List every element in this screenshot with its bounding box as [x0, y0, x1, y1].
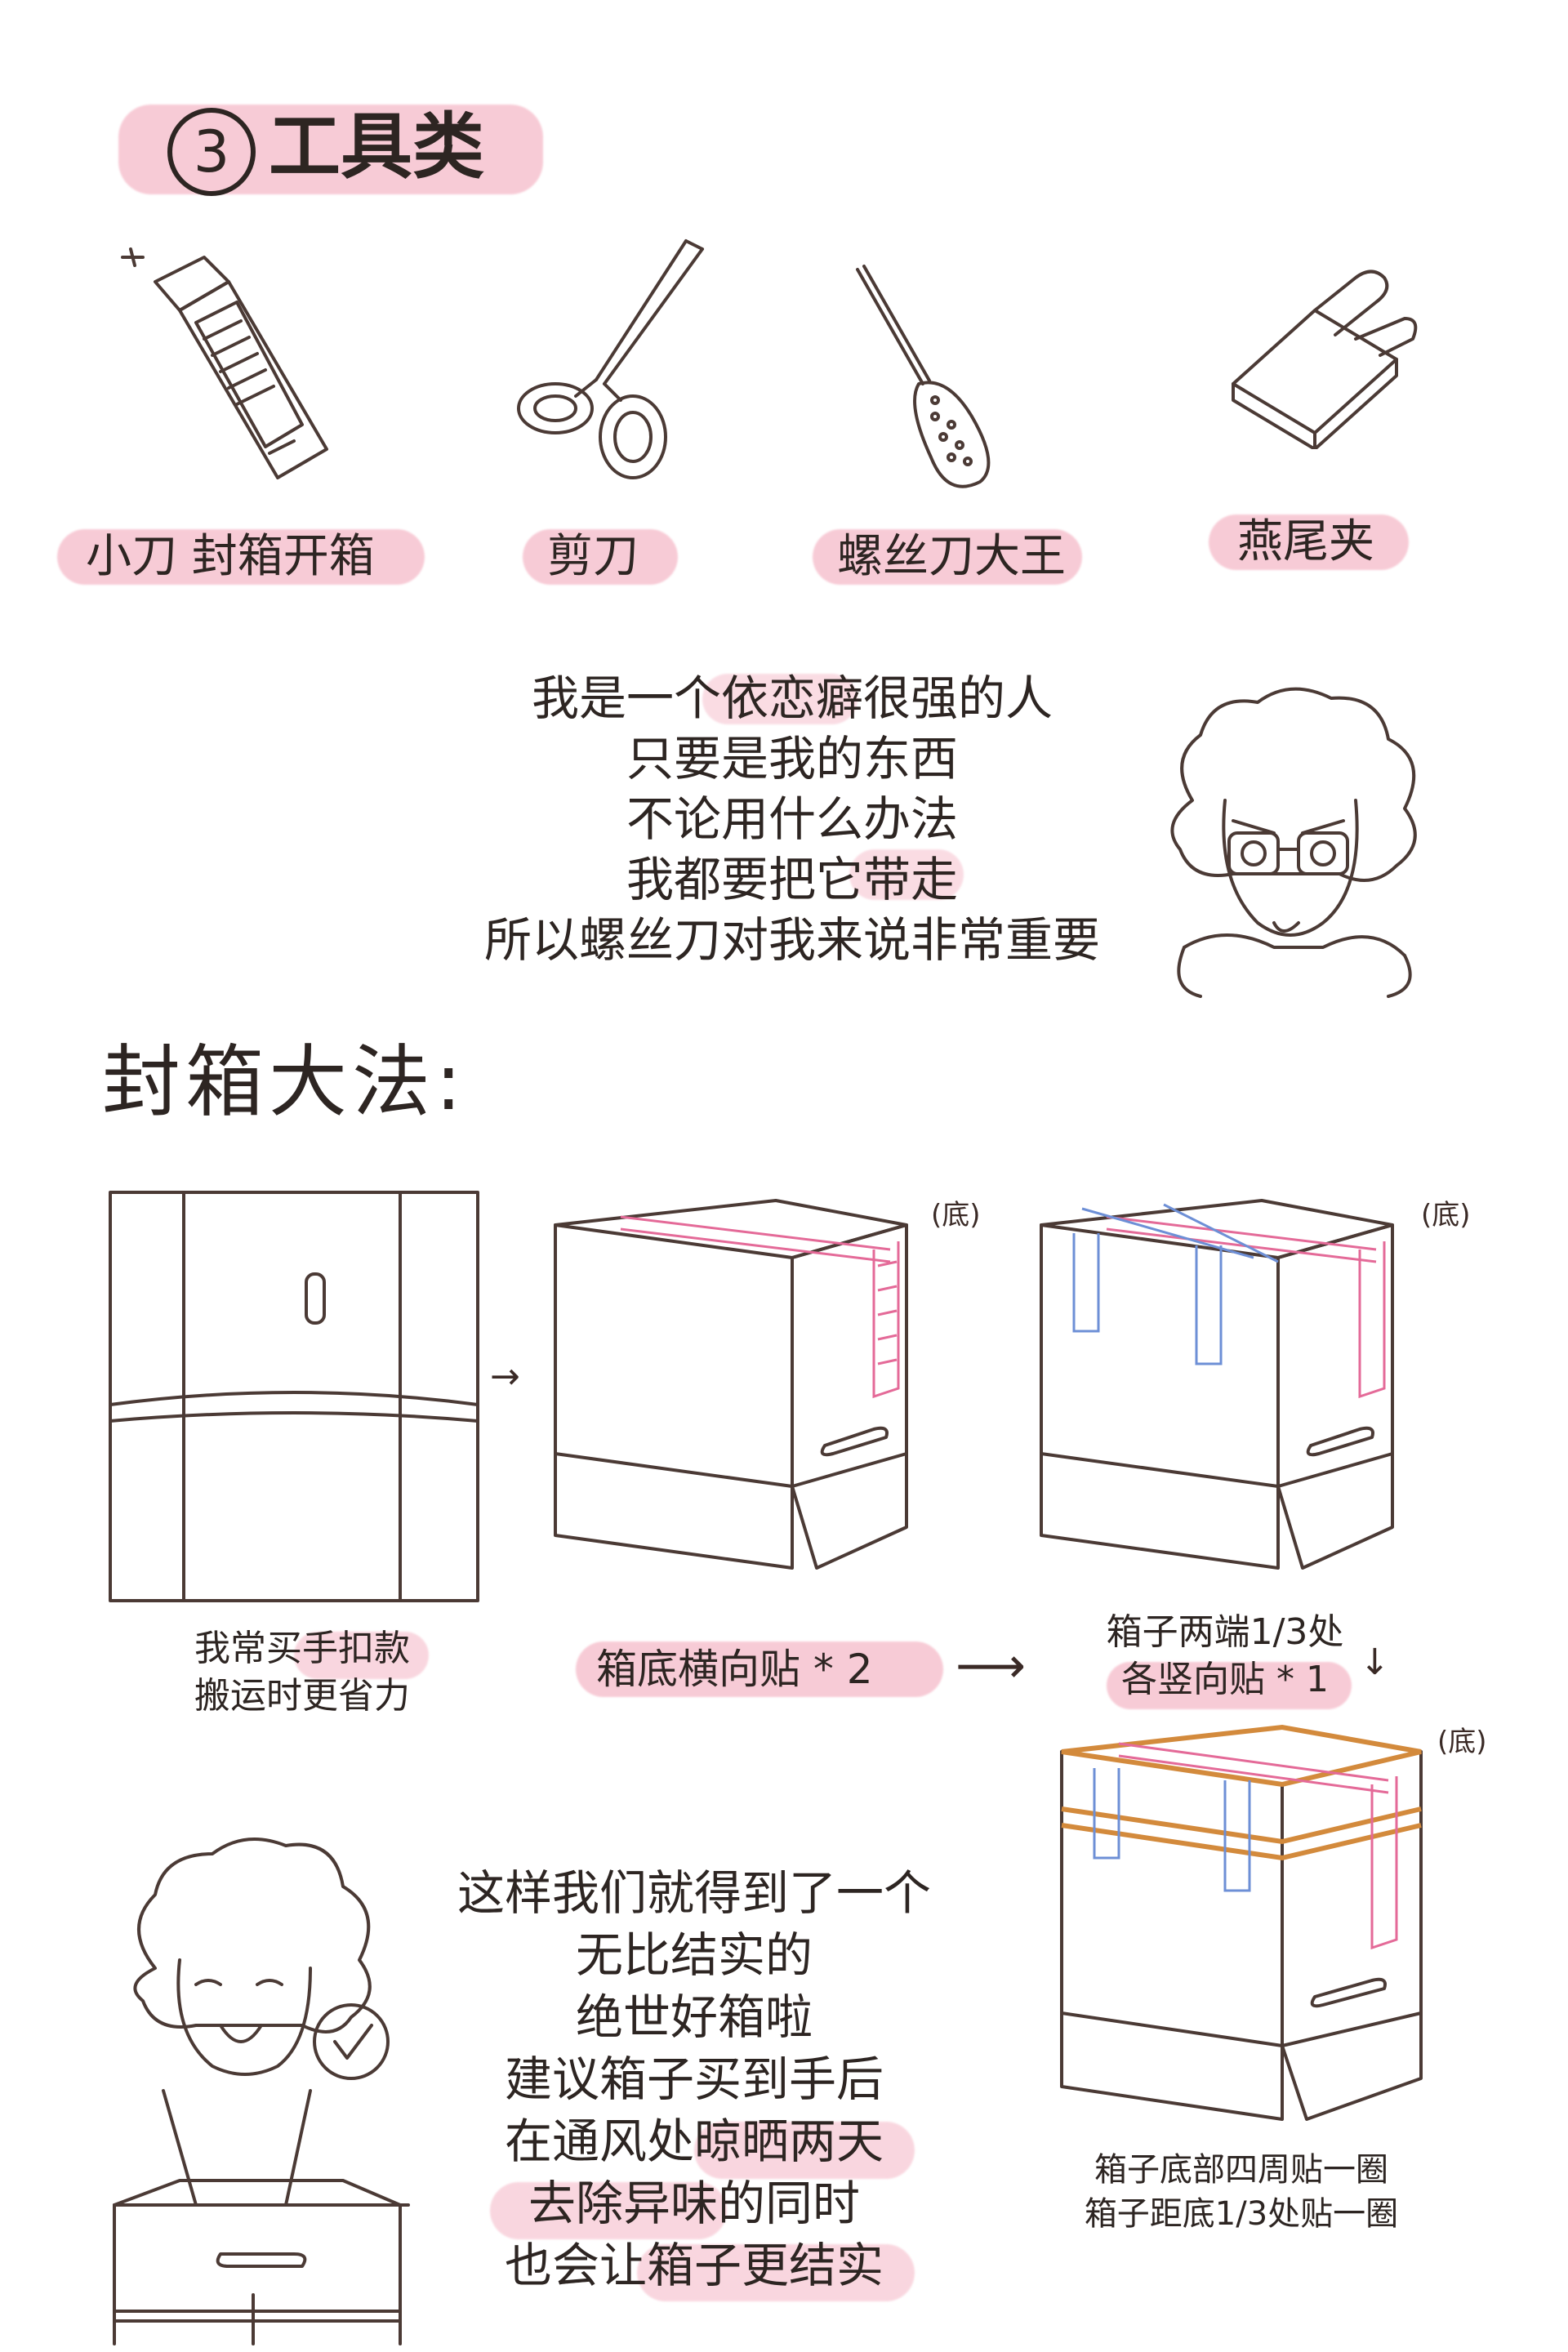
caption-line: 箱子两端1/3处	[1106, 1611, 1344, 1653]
conclusion-text: 这样我们就得到了一个 无比结实的 绝世好箱啦 建议箱子买到手后 在通风处晾晒两天…	[408, 1862, 980, 2296]
conclusion-line: 在通风处晾晒两天	[504, 2114, 884, 2169]
caption-line: 箱子底部四周贴一圈	[1094, 2151, 1388, 2189]
step3-caption: 箱子两端1/3处 各竖向贴 * 1	[1062, 1609, 1388, 1704]
caption-highlight	[1107, 1662, 1352, 1709]
tool-label-scissors: 剪刀	[547, 530, 639, 583]
text-highlight	[294, 1632, 429, 1679]
box-full-tape-diagram	[1060, 1724, 1423, 2121]
caption-line: 搬运时更省力	[194, 1675, 410, 1717]
text-highlight	[637, 2244, 915, 2301]
quote-text: 我是一个依恋癖很强的人 只要是我的东西 不论用什么办法 我都要把它带走 所以螺丝…	[425, 668, 1160, 970]
screwdriver-icon	[856, 265, 991, 488]
box-pink-tape-diagram	[554, 1199, 908, 1570]
conclusion-line: 也会让箱子更结实	[504, 2238, 884, 2293]
text-highlight	[490, 2182, 727, 2239]
scissors-icon	[517, 239, 704, 479]
bottom-note: (底)	[931, 1199, 981, 1232]
label-highlight	[1209, 514, 1409, 570]
caption-line: 我常买手扣款	[194, 1628, 410, 1669]
caption-line: 箱子距底1/3处贴一圈	[1084, 2195, 1399, 2233]
label-highlight	[523, 529, 678, 585]
conclusion-line: 无比结实的	[575, 1927, 813, 1983]
flat-box-diagram	[109, 1191, 479, 1602]
tool-label-screwdriver: 螺丝刀大王	[837, 530, 1066, 583]
quote-line: 只要是我的东西	[626, 731, 958, 786]
bottom-note: (底)	[1421, 1199, 1471, 1232]
step4-caption: 箱子底部四周贴一圈 箱子距底1/3处贴一圈	[1037, 2148, 1446, 2236]
label-highlight	[813, 529, 1082, 585]
caption-line: 各竖向贴 * 1	[1121, 1659, 1329, 1700]
caption-highlight	[576, 1642, 943, 1697]
utility-knife-icon	[121, 247, 328, 479]
conclusion-line: 绝世好箱啦	[575, 1989, 813, 2045]
text-highlight	[849, 849, 964, 900]
step2-caption: 箱底横向贴 * 2	[596, 1646, 873, 1693]
text-highlight	[694, 2122, 915, 2179]
section-number: 3	[167, 108, 256, 197]
arrow-right-icon: →	[490, 1356, 520, 1397]
character-glasses-icon	[1170, 687, 1417, 998]
bottom-note: (底)	[1437, 1726, 1487, 1758]
quote-line: 不论用什么办法	[626, 791, 958, 847]
conclusion-line: 去除异味的同时	[528, 2176, 860, 2231]
tool-label-knife: 小刀 封箱开箱	[86, 530, 375, 583]
arrow-down-icon: ↓	[1360, 1642, 1390, 1683]
label-highlight	[57, 529, 425, 585]
text-highlight	[702, 674, 858, 724]
binder-clip-icon	[1232, 270, 1418, 449]
quote-line: 所以螺丝刀对我来说非常重要	[483, 912, 1100, 968]
step1-caption: 我常买手扣款 搬运时更省力	[131, 1625, 474, 1720]
quote-line: 我是一个依恋癖很强的人	[531, 670, 1053, 726]
character-in-box-icon	[113, 1838, 410, 2345]
arrow-right-icon: ⟶	[956, 1637, 1027, 1695]
box-blue-tape-diagram	[1040, 1199, 1394, 1570]
section-title-text: 工具类	[269, 105, 485, 189]
conclusion-line: 建议箱子买到手后	[504, 2051, 884, 2107]
conclusion-line: 这样我们就得到了一个	[457, 1865, 931, 1921]
quote-line: 我都要把它带走	[626, 852, 958, 907]
seal-section-title: 封箱大法:	[102, 1036, 467, 1128]
tool-label-binder-clip: 燕尾夹	[1237, 515, 1374, 568]
